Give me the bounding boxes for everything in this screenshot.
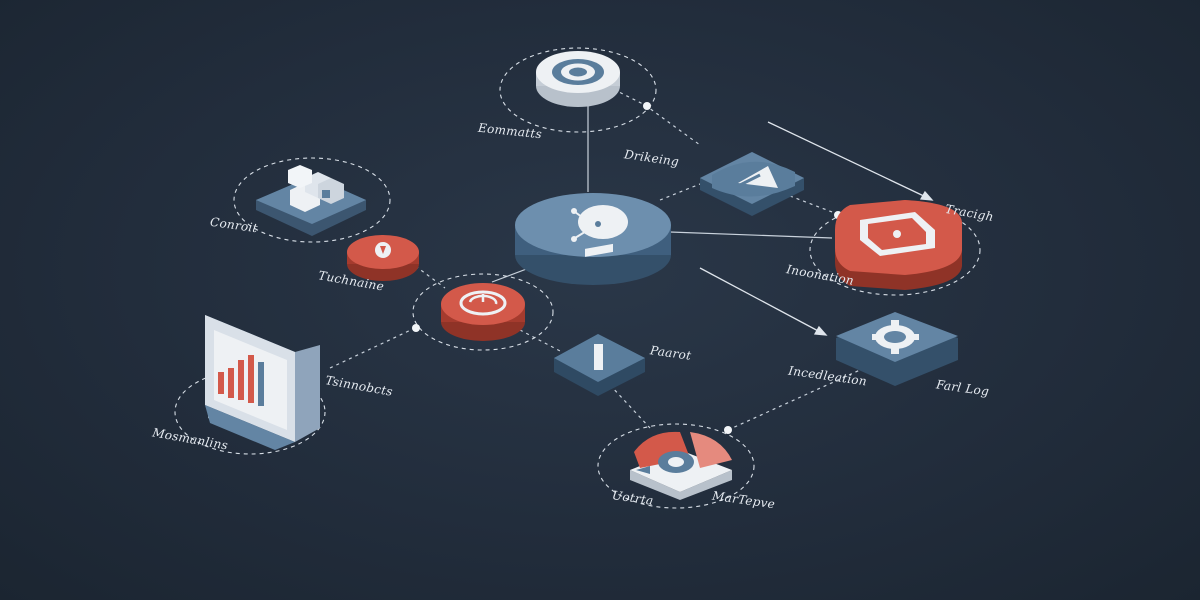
chart-node[interactable] [630,431,732,500]
power-icon [459,290,507,316]
hub-node[interactable] [515,193,671,285]
dot-1 [643,102,651,110]
connector-monitor-power [329,327,416,369]
hub-icon [571,205,628,242]
lock-node[interactable] [347,235,419,281]
arrow-icon [738,166,778,188]
control-node[interactable] [256,165,366,236]
dot-4 [724,426,732,434]
arrow-mid [699,267,823,334]
ring-chart [597,423,755,509]
lock-icon [375,242,391,258]
target-node[interactable] [536,51,620,107]
ring-control [233,157,391,243]
alert-node[interactable] [835,200,962,290]
connector-hub-alert [669,231,833,239]
gear-icon [872,320,919,354]
send-node[interactable] [700,152,804,216]
gear-icon-small [658,451,694,473]
connector-plus-chart [609,384,651,429]
monitor-node[interactable] [205,315,320,450]
ring-power [412,273,554,351]
connector-chart-settings [727,369,861,431]
plus-icon [585,243,613,370]
cubes-icon [288,165,344,212]
clipboard-icon [860,212,935,256]
ring-target [499,47,657,133]
flow-arrows [699,121,934,336]
power-node[interactable] [441,283,525,341]
arrow-top [767,121,929,199]
settings-node[interactable] [836,312,958,386]
connector-target-arrow [644,104,701,146]
arrow-top-head [919,190,934,201]
add-node[interactable] [554,243,645,396]
dot-3 [412,324,420,332]
bar-chart-icon [218,355,264,406]
connector-arrow-alert [789,195,841,216]
connector-power-plus [519,329,563,353]
pie-slice-light [690,432,732,468]
arrow-mid-head [813,325,828,336]
